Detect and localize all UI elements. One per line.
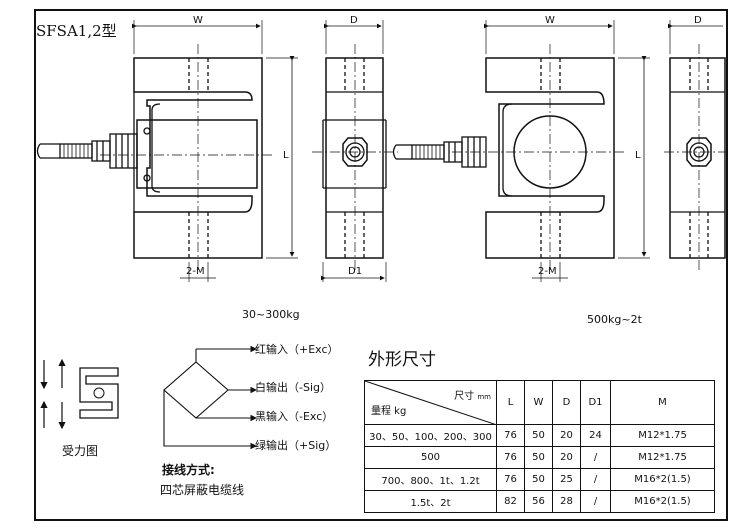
cell-m: M12*1.75 bbox=[610, 446, 715, 469]
dim-label-m2: 2-M bbox=[538, 266, 557, 277]
corner-diagonal bbox=[365, 381, 495, 424]
cell-d: 20 bbox=[552, 424, 581, 447]
dimension-table-title: 外形尺寸 bbox=[368, 350, 436, 370]
row-range: 30、50、100、200、300 bbox=[364, 424, 497, 447]
col-header-w: W bbox=[524, 380, 553, 425]
table-row: 500 76 50 20 / M12*1.75 bbox=[364, 446, 715, 469]
col-header-d1: D1 bbox=[580, 380, 611, 425]
dim-label-d1-side: D1 bbox=[348, 266, 363, 277]
wiring-method-title: 接线方式: bbox=[162, 463, 215, 477]
cell-w: 50 bbox=[524, 446, 553, 469]
col-header-m: M bbox=[610, 380, 715, 425]
force-diagram bbox=[40, 358, 119, 430]
dim-label-l1: L bbox=[283, 150, 289, 161]
col-header-d: D bbox=[552, 380, 581, 425]
cell-m: M16*2(1.5) bbox=[610, 490, 715, 513]
header-size: 尺寸 bbox=[454, 391, 475, 402]
wiring-method: 四芯屏蔽电缆线 bbox=[160, 483, 245, 497]
header-range: 量程 kg bbox=[371, 406, 407, 417]
cell-d1: / bbox=[580, 490, 611, 513]
front-view-small bbox=[36, 20, 298, 282]
cell-w: 56 bbox=[524, 490, 553, 513]
row-range: 700、800、1t、1.2t bbox=[364, 468, 497, 491]
dim-label-w2: W bbox=[545, 15, 555, 26]
cell-l: 76 bbox=[496, 446, 525, 469]
dim-label-d2: D bbox=[694, 15, 702, 26]
model-title: SFSA1,2型 bbox=[36, 22, 117, 40]
wire-white-label: 白输出（-Sig） bbox=[255, 381, 331, 394]
cell-w: 50 bbox=[524, 424, 553, 447]
cell-d1: 24 bbox=[580, 424, 611, 447]
front-view-large bbox=[392, 20, 650, 282]
row-range: 500 bbox=[364, 446, 497, 469]
dimension-table: 尺寸 mm 量程 kg L W D D1 M 30、50、100、200、300… bbox=[364, 380, 715, 513]
cell-d: 28 bbox=[552, 490, 581, 513]
cell-m: M16*2(1.5) bbox=[610, 468, 715, 491]
table-row: 30、50、100、200、300 76 50 20 24 M12*1.75 bbox=[364, 424, 715, 447]
range-large: 500kg~2t bbox=[587, 313, 642, 326]
cell-l: 76 bbox=[496, 468, 525, 491]
dim-label-m1: 2-M bbox=[186, 266, 205, 277]
cell-l: 82 bbox=[496, 490, 525, 513]
table-row: 1.5t、2t 82 56 28 / M16*2(1.5) bbox=[364, 490, 715, 513]
dim-label-w1: W bbox=[193, 15, 203, 26]
cell-w: 50 bbox=[524, 468, 553, 491]
table-corner-cell: 尺寸 mm 量程 kg bbox=[364, 380, 497, 425]
cell-d: 20 bbox=[552, 446, 581, 469]
col-header-l: L bbox=[496, 380, 525, 425]
wire-red-label: 红输入（+Exc） bbox=[255, 343, 339, 356]
side-view-right bbox=[664, 20, 726, 270]
table-header-row: 尺寸 mm 量程 kg L W D D1 M bbox=[364, 380, 715, 425]
table-row: 700、800、1t、1.2t 76 50 25 / M16*2(1.5) bbox=[364, 468, 715, 491]
bridge-diagram bbox=[163, 345, 258, 450]
force-diagram-caption: 受力图 bbox=[62, 444, 99, 458]
header-unit: mm bbox=[477, 393, 491, 401]
cell-d1: / bbox=[580, 468, 611, 491]
wire-black-label: 黑输入（-Exc） bbox=[255, 410, 334, 423]
range-small: 30~300kg bbox=[242, 308, 300, 321]
drawing-frame bbox=[34, 9, 728, 521]
row-range: 1.5t、2t bbox=[364, 490, 497, 513]
side-view-left bbox=[312, 20, 398, 282]
cell-l: 76 bbox=[496, 424, 525, 447]
cell-d1: / bbox=[580, 446, 611, 469]
dim-label-d1: D bbox=[350, 15, 358, 26]
cell-m: M12*1.75 bbox=[610, 424, 715, 447]
cell-d: 25 bbox=[552, 468, 581, 491]
wire-green-label: 绿输出（+Sig） bbox=[255, 439, 337, 452]
dim-label-l2: L bbox=[635, 150, 641, 161]
